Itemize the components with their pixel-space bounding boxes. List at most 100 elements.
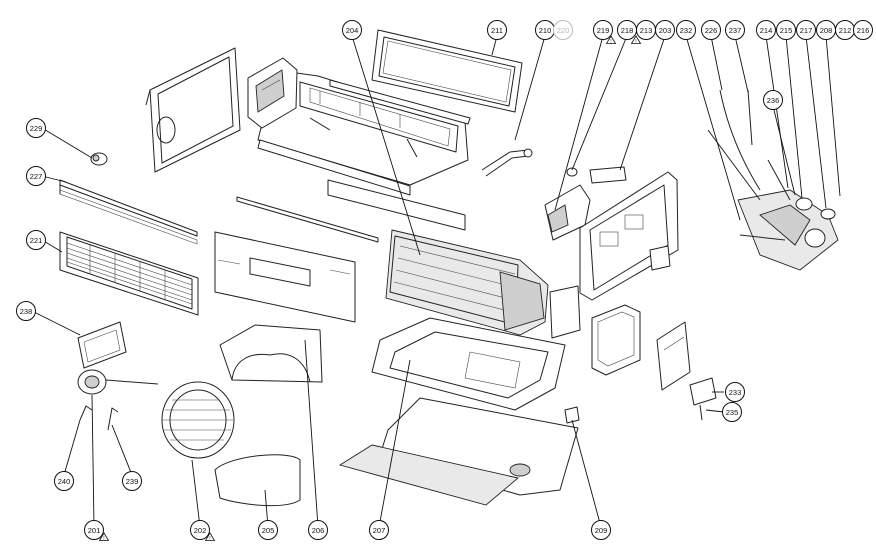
callout-label: 219 xyxy=(597,26,610,35)
part-fitting xyxy=(564,406,580,424)
part-filter-grille xyxy=(59,231,199,316)
callout-label: 221 xyxy=(30,236,43,245)
part-bottom-sheet xyxy=(338,444,519,506)
callout-circle xyxy=(763,90,783,110)
callout-label: 215 xyxy=(780,26,793,35)
callout-circle xyxy=(725,382,745,402)
callout-203: 203 xyxy=(655,20,675,40)
warning-symbol: ! xyxy=(209,536,210,542)
callout-216: 216 xyxy=(853,20,873,40)
callout-237: 237 xyxy=(725,20,745,40)
callout-214: 214 xyxy=(756,20,776,40)
callout-circle xyxy=(776,20,796,40)
part-blower-wheel xyxy=(161,381,235,459)
callout-208: 208 xyxy=(816,20,836,40)
callout-label: 216 xyxy=(857,26,870,35)
callout-circle xyxy=(655,20,675,40)
callout-label: 204 xyxy=(346,26,359,35)
part-right-side-panel xyxy=(579,171,679,301)
callout-210: 210 xyxy=(535,20,555,40)
part-lower-blower-housing xyxy=(214,454,301,507)
callout-label: 208 xyxy=(820,26,833,35)
callout-circle xyxy=(190,520,210,540)
callout-238: 238 xyxy=(16,301,36,321)
callout-label: 227 xyxy=(30,172,43,181)
callout-circle xyxy=(553,20,573,40)
callout-227: 227 xyxy=(26,166,46,186)
callout-circle xyxy=(258,520,278,540)
callout-236: 236 xyxy=(763,90,783,110)
callout-label: 211 xyxy=(491,26,503,35)
callout-circle xyxy=(591,520,611,540)
callout-240: 240 xyxy=(54,471,74,491)
callout-217: 217 xyxy=(796,20,816,40)
callout-label: 205 xyxy=(262,526,275,535)
part-rear-panel xyxy=(214,231,356,323)
part-pipe xyxy=(566,166,627,184)
callout-205: 205 xyxy=(258,520,278,540)
warning-symbol: ! xyxy=(610,39,611,45)
callout-202: 202 xyxy=(190,520,210,540)
callout-label: 239 xyxy=(126,477,139,486)
callout-circle xyxy=(26,230,46,250)
part-motor xyxy=(77,369,159,395)
callout-label: 213 xyxy=(640,26,653,35)
part-small-plate xyxy=(649,245,671,271)
part-control-cover xyxy=(656,321,691,391)
callout-229: 229 xyxy=(26,118,46,138)
callout-201: 201 xyxy=(84,520,104,540)
part-piping-assembly xyxy=(737,159,839,271)
part-left-side-panel xyxy=(145,47,241,173)
callout-label: 226 xyxy=(705,26,718,35)
callout-label: 206 xyxy=(312,526,325,535)
callout-213: 213 xyxy=(636,20,656,40)
callout-label: 237 xyxy=(729,26,742,35)
callout-label: 218 xyxy=(621,26,634,35)
callout-219: 219 xyxy=(593,20,613,40)
callout-label: 229 xyxy=(30,124,43,133)
callout-207: 207 xyxy=(369,520,389,540)
callout-239: 239 xyxy=(122,471,142,491)
part-top-cover-assembly xyxy=(257,69,471,196)
warning-triangle-icon: ! xyxy=(630,35,642,45)
callout-label: 212 xyxy=(839,26,852,35)
callout-label: 209 xyxy=(595,526,608,535)
callout-221: 221 xyxy=(26,230,46,250)
callout-220: 220 xyxy=(553,20,573,40)
leader-lines xyxy=(31,35,841,528)
part-knob xyxy=(90,152,108,166)
part-clips xyxy=(79,405,119,431)
callout-circle xyxy=(756,20,776,40)
callout-circle xyxy=(593,20,613,40)
callout-232: 232 xyxy=(676,20,696,40)
callout-label: 201 xyxy=(88,526,101,535)
part-control-box xyxy=(591,304,641,376)
callout-label: 214 xyxy=(760,26,773,35)
warning-triangle-icon: ! xyxy=(98,532,110,542)
callout-circle xyxy=(26,118,46,138)
part-motor-bracket xyxy=(77,321,127,369)
callout-circle xyxy=(16,301,36,321)
callout-label: 202 xyxy=(194,526,207,535)
warning-triangle-icon: ! xyxy=(605,35,617,45)
part-wire-harness xyxy=(707,89,761,201)
part-top-gasket-frame xyxy=(371,29,523,113)
callout-label: 210 xyxy=(539,26,552,35)
part-drain-hose xyxy=(481,148,533,177)
callout-circle xyxy=(487,20,507,40)
callout-circle xyxy=(369,520,389,540)
callout-label: 207 xyxy=(373,526,386,535)
warning-symbol: ! xyxy=(635,39,636,45)
callout-235: 235 xyxy=(722,402,742,422)
callout-circle xyxy=(342,20,362,40)
callout-label: 236 xyxy=(767,96,780,105)
callout-218: 218 xyxy=(617,20,637,40)
callout-215: 215 xyxy=(776,20,796,40)
callout-circle xyxy=(676,20,696,40)
callout-circle xyxy=(308,520,328,540)
callout-204: 204 xyxy=(342,20,362,40)
part-small-top-panel xyxy=(247,57,298,129)
callout-label: 232 xyxy=(680,26,693,35)
callout-circle xyxy=(84,520,104,540)
